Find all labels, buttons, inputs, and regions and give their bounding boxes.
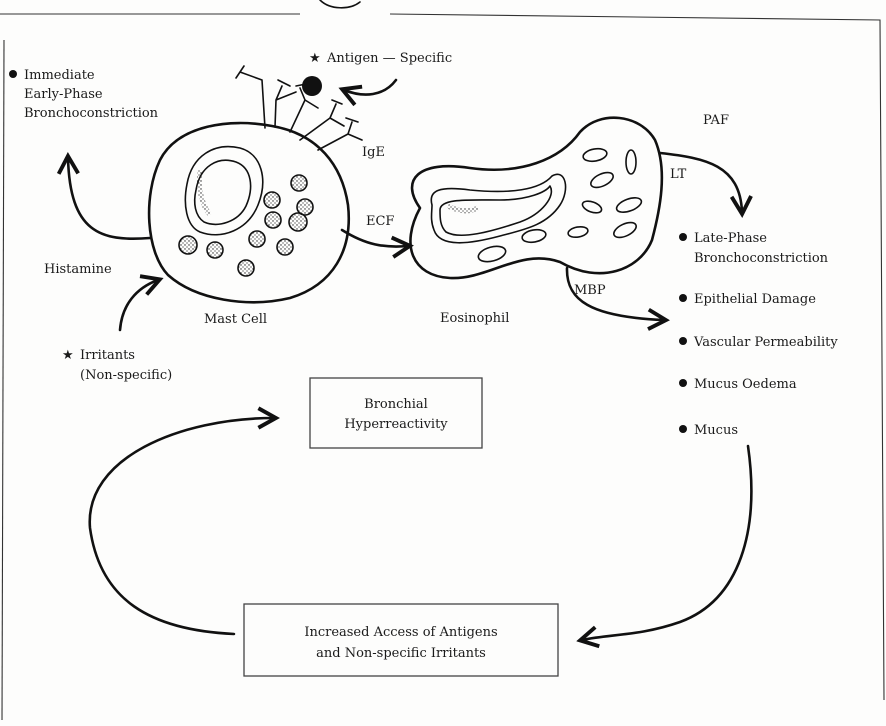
granule [521,228,547,244]
labels: Antigen — Specific Immediate Early-Phase… [24,51,838,661]
label-immediate: Immediate [24,68,95,83]
bronchial-hyperreactivity-box [310,378,482,448]
eosinophil-membrane [410,118,661,278]
star-icon: ★ [309,51,321,66]
granule [265,212,281,228]
mast-cell [149,66,362,302]
label-histamine: Histamine [44,262,112,277]
antigen-dot [302,76,322,96]
bullet-dot [679,233,687,241]
arrows [68,80,751,640]
label-irritants: Irritants [80,348,135,363]
ecf-arrow [342,230,408,247]
frame-left [2,40,4,720]
bullet-dot [679,425,687,433]
bullet-dot [679,337,687,345]
label-antigen-specific: Antigen — Specific [326,51,452,66]
eosinophil [410,118,661,278]
label-bronchoconstriction-early: Bronchoconstriction [24,106,159,121]
label-bronchoconstriction-late: Bronchoconstriction [694,251,829,266]
bullet-dot [679,379,687,387]
label-lt: LT [670,167,687,182]
granule [179,236,197,254]
granule [615,195,644,215]
ige-receptor [236,66,265,128]
irritants-arrow [120,280,158,330]
bullet-dot [679,294,687,302]
label-ige: IgE [362,145,385,160]
label-early-phase: Early-Phase [24,87,103,102]
label-hyperreactivity: Hyperreactivity [344,417,448,432]
label-mast-cell: Mast Cell [204,312,267,327]
ige-receptor [300,100,344,140]
granule [581,199,603,215]
antigen-arrow [344,80,396,95]
granule [567,225,588,238]
label-vascular-permeability: Vascular Permeability [693,335,838,350]
nucleus-stipple [199,170,210,215]
label-mucus: Mucus [694,423,738,438]
mucus-to-access-arrow [582,446,751,640]
label-eosinophil: Eosinophil [440,311,509,326]
granule [589,169,616,190]
granule [277,239,293,255]
bullet-dot [9,70,17,78]
ige-receptor [275,80,296,127]
ige-receptors [236,66,362,150]
granule [249,231,265,247]
granule [238,260,254,276]
star-icon: ★ [62,348,74,363]
granule [477,244,508,265]
cropped-heading-mark [320,0,360,8]
label-late-phase: Late-Phase [694,231,767,246]
label-paf: PAF [703,113,729,128]
granule [264,192,280,208]
granule [289,213,307,231]
paf-lt-arrow [660,153,742,212]
mast-cell-nucleus-inner [195,160,251,224]
label-mucus-oedema: Mucus Oedema [694,377,797,392]
label-mbp: MBP [574,283,606,298]
histamine-arrow [68,158,150,239]
granule [582,147,608,163]
granule [626,150,636,174]
increased-access-box [244,604,558,676]
label-epithelial-damage: Epithelial Damage [694,292,816,307]
eosinophil-stipple [448,206,478,211]
label-non-specific-irritants: and Non-specific Irritants [316,646,486,661]
label-ecf: ECF [366,214,394,229]
granule [612,219,639,240]
access-to-hyperreactivity-arrow [90,418,274,634]
granule [207,242,223,258]
frame-right [390,14,884,700]
label-bronchial: Bronchial [364,397,428,412]
label-increased-access: Increased Access of Antigens [304,625,497,640]
label-non-specific: (Non-specific) [80,368,172,383]
granule [291,175,307,191]
